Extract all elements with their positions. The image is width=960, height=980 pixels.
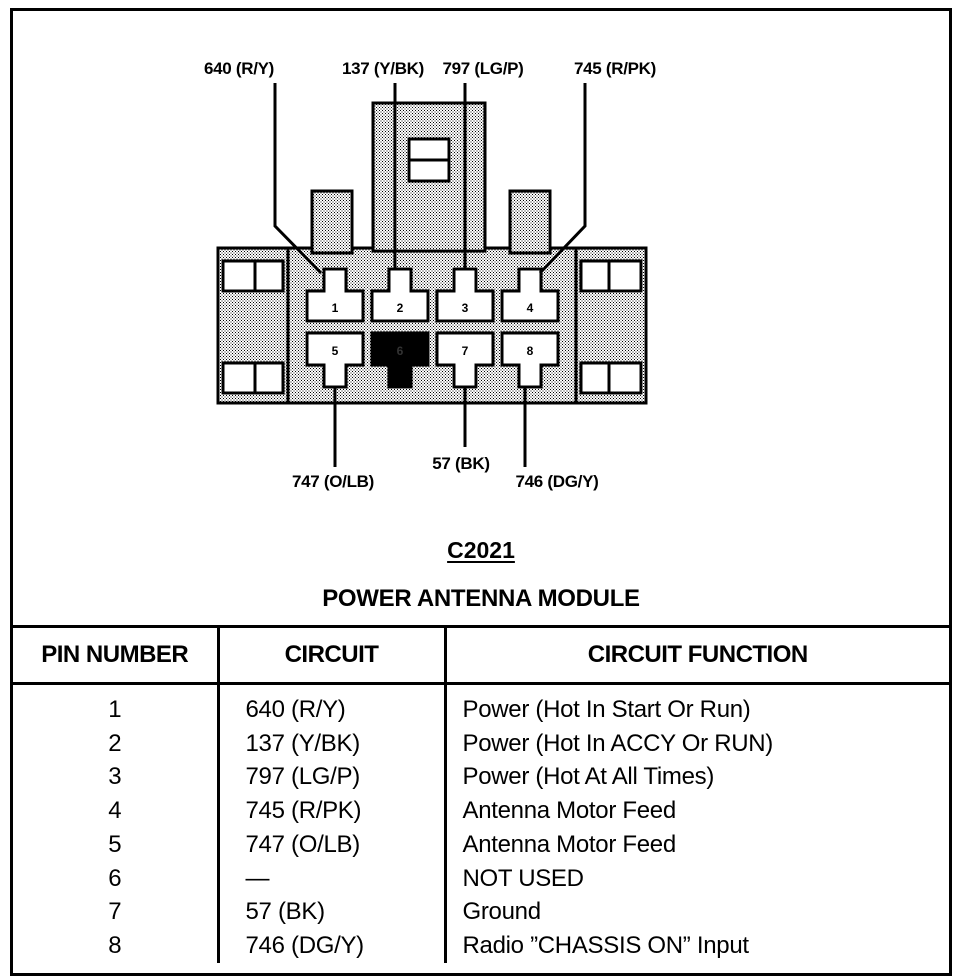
wire-label-pin7: 57 (BK) <box>432 454 489 473</box>
circuit-cell: 747 (O/LB) <box>216 827 445 862</box>
cavity-number: 4 <box>527 301 534 315</box>
terminal-cavity-2: 2 <box>370 267 430 323</box>
table-row: 6 —NOT USED <box>13 861 949 896</box>
wire-label-pin2: 137 (Y/BK) <box>342 59 424 78</box>
wire-label-pin3: 797 (LG/P) <box>442 59 523 78</box>
module-title: POWER ANTENNA MODULE <box>322 585 640 612</box>
connector-rib-left <box>310 189 354 255</box>
cavity-number: 3 <box>462 301 469 315</box>
cavity-shape <box>370 331 430 389</box>
header-circuit: CIRCUIT <box>216 625 445 685</box>
cavity-shape <box>435 267 495 323</box>
wire-label-pin5: 747 (O/LB) <box>292 472 374 491</box>
circuit-function-cell: NOT USED <box>443 861 949 896</box>
wire-label-pin4: 745 (R/PK) <box>574 59 656 78</box>
pin-number-cell: 3 <box>108 763 122 791</box>
circuit-cell: 745 (R/PK) <box>216 794 445 828</box>
pin-number-cell: 5 <box>108 830 122 858</box>
cavity-shape <box>305 267 365 323</box>
wire-leaders <box>273 83 587 467</box>
terminal-cavity-1: 1 <box>305 267 365 323</box>
cavity-shape <box>435 331 495 389</box>
circuit-function-cell: Ground <box>443 895 949 929</box>
latch-window <box>407 137 451 183</box>
connector-diagram: 1 2 3 4 5 6 7 8 640 (R/Y) 137 (Y/BK) 797 (LG/P)… <box>204 59 656 491</box>
pin-number-cell: 4 <box>108 797 122 825</box>
pin-number-cell: 2 <box>108 729 122 757</box>
pin-number-cell: 1 <box>108 696 122 723</box>
cavity-shape <box>500 331 560 389</box>
circuit-cell: 137 (Y/BK) <box>216 726 445 761</box>
circuit-cell: 746 (DG/Y) <box>216 928 445 963</box>
cavity-number: 2 <box>397 301 404 315</box>
connector-id-title: C2021 <box>13 537 949 564</box>
table-row: 2 137 (Y/BK)Power (Hot In ACCY Or RUN) <box>13 726 949 761</box>
table-row: 3 797 (LG/P)Power (Hot At All Times) <box>13 760 949 795</box>
circuit-function-cell: Power (Hot In ACCY Or RUN) <box>443 726 949 761</box>
pin-number-cell: 7 <box>108 898 122 926</box>
terminal-cavity-6: 6 <box>370 331 430 389</box>
cavity-number: 6 <box>397 344 404 358</box>
circuit-cell: 797 (LG/P) <box>216 760 445 795</box>
circuit-cell: — <box>216 861 445 896</box>
table-header-row: PIN NUMBER CIRCUIT CIRCUIT FUNCTION <box>13 625 949 685</box>
cavity-shape <box>305 331 365 389</box>
table-body: 1 640 (R/Y)Power (Hot In Start Or Run) 2 13… <box>13 683 949 963</box>
table-row: 4 745 (R/PK)Antenna Motor Feed <box>13 794 949 828</box>
wire-label-pin1: 640 (R/Y) <box>204 59 274 78</box>
header-pin-number: PIN NUMBER <box>13 625 218 685</box>
table-row: 5 747 (O/LB)Antenna Motor Feed <box>13 827 949 862</box>
leader-pin1 <box>273 83 323 275</box>
terminal-cavity-5: 5 <box>305 331 365 389</box>
cavity-number: 1 <box>332 301 339 315</box>
connector-rib-right <box>508 189 552 255</box>
diagram-frame: 1 2 3 4 5 6 7 8 640 (R/Y) 137 (Y/BK) 797 (LG/P)… <box>10 8 952 976</box>
terminal-cavity-7: 7 <box>435 331 495 389</box>
header-circuit-function: CIRCUIT FUNCTION <box>443 625 949 685</box>
pin-number-cell: 6 <box>108 864 122 892</box>
pin-number-cell: 8 <box>108 931 122 959</box>
cavity-shape <box>500 267 560 323</box>
circuit-cell: 57 (BK) <box>216 895 445 929</box>
table-row: 1 640 (R/Y)Power (Hot In Start Or Run) <box>13 683 949 727</box>
circuit-function-cell: Antenna Motor Feed <box>443 794 949 828</box>
ear-slots <box>221 259 643 395</box>
cavity-number: 8 <box>527 344 534 358</box>
terminal-cavity-8: 8 <box>500 331 560 389</box>
circuit-function-cell: Antenna Motor Feed <box>443 827 949 862</box>
table-row: 8 746 (DG/Y)Radio ”CHASSIS ON” Input <box>13 928 949 963</box>
cavity-number: 5 <box>332 344 339 358</box>
circuit-cell: 640 (R/Y) <box>216 683 445 727</box>
connector-id: C2021 <box>447 537 515 563</box>
terminal-cavity-4: 4 <box>500 267 560 323</box>
circuit-function-cell: Power (Hot In Start Or Run) <box>443 683 949 727</box>
circuit-function-cell: Power (Hot At All Times) <box>443 760 949 795</box>
cavity-shape <box>370 267 430 323</box>
wire-label-pin8: 746 (DG/Y) <box>516 472 599 491</box>
circuit-function-cell: Radio ”CHASSIS ON” Input <box>443 928 949 963</box>
terminal-cavity-3: 3 <box>435 267 495 323</box>
cavity-number: 7 <box>462 344 469 358</box>
leader-pin4 <box>538 83 587 275</box>
table-row: 7 57 (BK)Ground <box>13 895 949 929</box>
pinout-table: PIN NUMBER CIRCUIT CIRCUIT FUNCTION 1 640… <box>13 625 949 963</box>
terminal-cavities: 1 2 3 4 5 6 7 8 <box>305 267 560 389</box>
